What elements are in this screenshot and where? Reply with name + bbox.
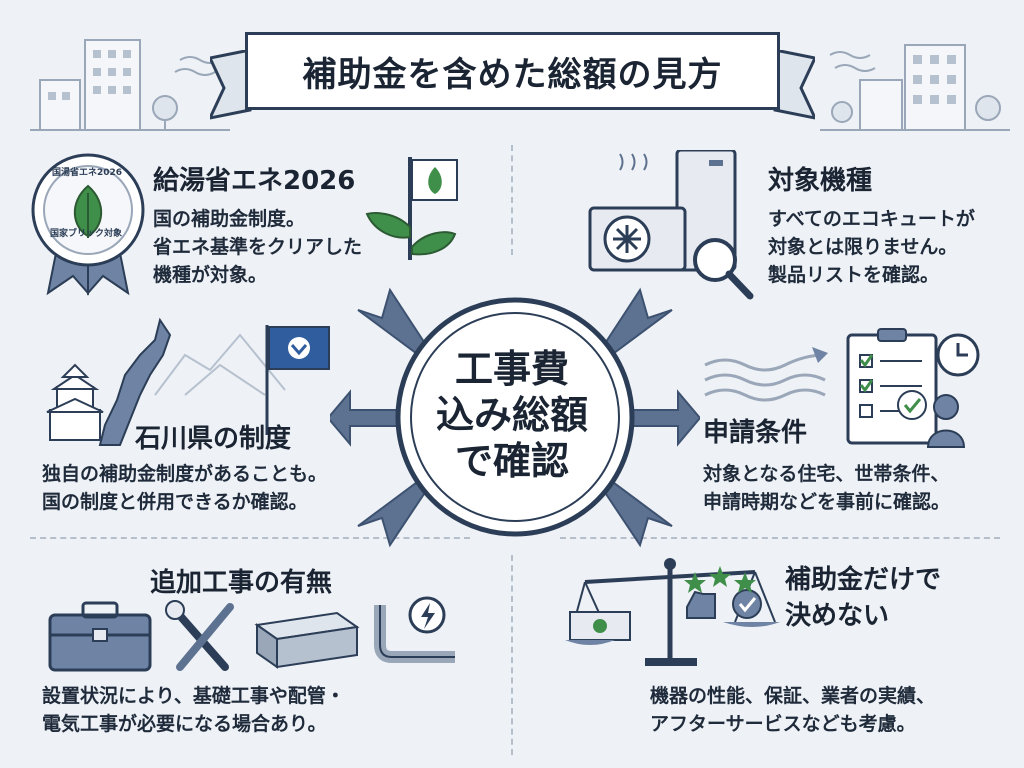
leaf-flag-icon — [365, 157, 458, 260]
text-line: すべてのエコキュートが — [768, 208, 975, 230]
text-target-models: すべてのエコキュートが 対象とは限りません。 製品リストを確認。 — [768, 205, 975, 289]
heading-line-1: 補助金だけで — [785, 565, 942, 595]
ribbon-left-tail — [210, 50, 252, 120]
text-line: 機種が対象。 — [153, 264, 268, 286]
text-line: 独自の補助金制度があることも。 — [42, 463, 328, 485]
title-banner: 補助金を含めた総額の見方 — [210, 32, 815, 120]
heading-target-models: 対象機種 — [768, 166, 873, 196]
heading-ishikawa-program: 石川県の制度 — [135, 424, 292, 454]
heading-application-conditions: 申請条件 — [703, 418, 808, 448]
center-label-line-2: 込み総額 — [435, 393, 588, 437]
tools-materials-icon — [48, 596, 455, 672]
text-line: 国の制度と併用できるか確認。 — [42, 491, 308, 513]
ribbon-right-tail — [773, 50, 815, 120]
text-line: アフターサービスなども考慮。 — [650, 713, 916, 735]
text-line: 設置状況により、基礎工事や配管・ — [42, 685, 345, 707]
text-line: 電気工事が必要になる場合あり。 — [42, 713, 327, 735]
center-label-line-3: で確認 — [454, 439, 569, 483]
center-label: 工事費 込み総額 で確認 — [400, 303, 624, 527]
text-line: 申請時期などを事前に確認。 — [703, 491, 951, 513]
heat-pump-unit-icon — [588, 150, 754, 300]
text-application-conditions: 対象となる住宅、世帯条件、 申請時期などを事前に確認。 — [703, 460, 950, 516]
text-line: 製品リストを確認。 — [768, 264, 940, 286]
heading-line-2: 決めない — [785, 601, 890, 631]
text-line: 機器の性能、保証、業者の実績、 — [650, 685, 936, 707]
eco-certification-badge-icon — [31, 153, 145, 296]
heading-national-program: 給湯省エネ2026 — [153, 166, 356, 196]
heading-not-only-subsidy: 補助金だけで 決めない — [785, 562, 941, 634]
center-hub-diagram — [330, 287, 700, 548]
text-line: 対象となる住宅、世帯条件、 — [703, 463, 950, 485]
application-checklist-icon — [704, 328, 980, 448]
text-line: 省エネ基準をクリアした — [153, 236, 363, 258]
ishikawa-map-castle-icon — [46, 317, 330, 446]
city-skyline-right-illustration — [820, 44, 1010, 131]
city-skyline-left-illustration — [30, 39, 230, 131]
divider-left — [30, 537, 470, 539]
text-not-only-subsidy: 機器の性能、保証、業者の実績、 アフターサービスなども考慮。 — [650, 682, 935, 738]
center-label-line-1: 工事費 — [454, 347, 569, 391]
balance-scale-icon — [565, 558, 780, 666]
radiating-arrows — [330, 287, 700, 548]
page-title: 補助金を含めた総額の見方 — [302, 54, 723, 95]
text-extra-work: 設置状況により、基礎工事や配管・ 電気工事が必要になる場合あり。 — [42, 682, 345, 738]
text-national-program: 国の補助金制度。 省エネ基準をクリアした 機種が対象。 — [153, 205, 362, 289]
center-circle-outer — [395, 297, 635, 537]
text-line: 国の補助金制度。 — [153, 208, 306, 230]
divider-right — [560, 537, 1000, 539]
text-ishikawa-program: 独自の補助金制度があることも。 国の制度と併用できるか確認。 — [42, 460, 327, 516]
badge-top-text: 国湯省エネ2026 — [52, 168, 123, 178]
text-line: 対象とは限りません。 — [768, 236, 958, 258]
divider-bottom — [511, 555, 513, 755]
title-box: 補助金を含めた総額の見方 — [245, 32, 780, 110]
heading-extra-work: 追加工事の有無 — [150, 568, 333, 598]
badge-bottom-text: 国家ブリック対象 — [50, 229, 123, 239]
divider-top — [511, 145, 513, 255]
center-circle-inner — [410, 312, 620, 522]
